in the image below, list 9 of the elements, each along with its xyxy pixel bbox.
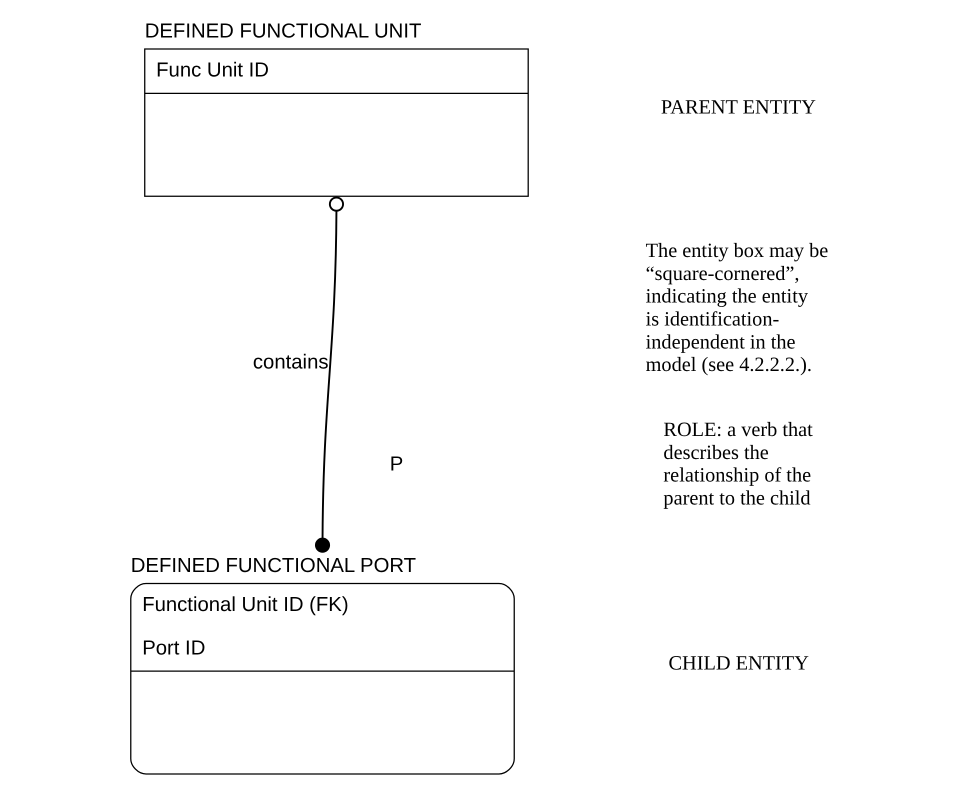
edge-label: contains	[252, 352, 328, 374]
label: The entity box may be “square-cornered”, indicating the entity is identification-independent in the model (see 4.2.2.2.).	[645, 240, 828, 376]
label: P	[389, 453, 403, 476]
label: ROLE: a verb that describes the relationship of the parent to the child	[662, 418, 812, 510]
node-label: DEFINED FUNCTIONAL UNIT	[144, 20, 421, 42]
node-label: DEFINED FUNCTIONAL PORT	[130, 554, 416, 577]
label: CHILD ENTITY	[668, 652, 808, 675]
connector	[314, 196, 344, 553]
label: PARENT ENTITY	[660, 96, 816, 118]
